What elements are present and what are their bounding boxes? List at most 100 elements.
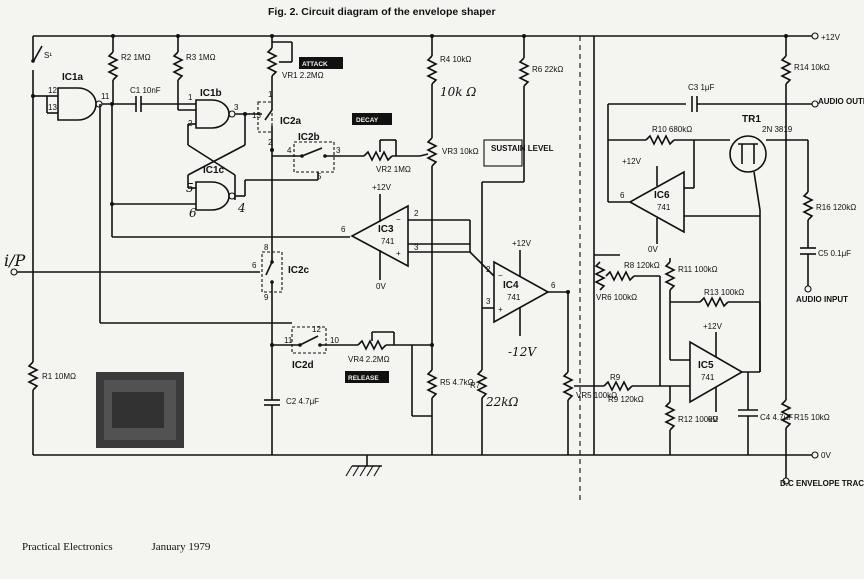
ic4-label: IC4 <box>503 280 519 291</box>
svg-text:6: 6 <box>252 261 257 270</box>
r9-label-a: R9 <box>610 373 621 382</box>
vr4-label: VR4 2.2MΩ <box>348 355 390 364</box>
svg-text:1: 1 <box>268 90 273 99</box>
svg-text:8: 8 <box>264 243 269 252</box>
switch-ic2a: IC2a 13 1 2 <box>252 90 302 147</box>
resistor-r2: R2 1MΩ <box>107 36 151 104</box>
svg-text:+12V: +12V <box>703 322 723 331</box>
svg-text:2: 2 <box>414 209 419 218</box>
svg-text:5: 5 <box>317 172 322 181</box>
ic4-type: 741 <box>507 293 521 302</box>
audio-output-label: AUDIO OUTPUT <box>818 97 864 106</box>
svg-text:2: 2 <box>486 265 491 274</box>
release-label-box <box>345 371 389 383</box>
c5-label: C5 0.1μF <box>818 249 851 258</box>
svg-text:12: 12 <box>312 325 321 334</box>
r6-label: R6 22kΩ <box>532 65 563 74</box>
sustain-label-box <box>483 139 523 167</box>
attack-label: ATTACK <box>302 61 328 68</box>
ground-rail: 0V <box>33 451 831 460</box>
switch-ic2b: IC2b 4 3 5 <box>287 132 341 181</box>
r9-label: R9 120kΩ <box>608 395 644 404</box>
r3-label: R3 1MΩ <box>186 53 216 62</box>
r15-label: R15 10kΩ <box>794 413 830 422</box>
svg-text:−: − <box>498 271 503 280</box>
pot-vr3: VR3 10kΩ <box>419 137 479 167</box>
opamp-ic4: IC4 741 − + +12V -12V <box>493 239 550 359</box>
r4-handwritten: 10k Ω <box>440 85 476 99</box>
r14-label: R14 10kΩ <box>794 63 830 72</box>
svg-text:9: 9 <box>264 293 269 302</box>
attack-label-box <box>299 57 343 69</box>
resistor-r3: R3 1MΩ <box>172 36 216 111</box>
r7-handwritten: 22kΩ <box>485 395 519 409</box>
ic3-type: 741 <box>381 237 395 246</box>
svg-text:11: 11 <box>284 336 293 345</box>
capacitor-c3: C3 1μF <box>688 83 715 112</box>
positive-rail-label: +12V <box>821 33 841 42</box>
switch-s1-label: S¹ <box>44 51 52 60</box>
svg-text:3: 3 <box>486 297 491 306</box>
r1-label: R1 10MΩ <box>42 372 76 381</box>
resistor-r7: R7 22kΩ <box>470 369 519 409</box>
switch-ic2d: IC2d 11 10 12 <box>284 325 339 371</box>
ic1c-label: IC1c <box>203 165 225 176</box>
publication-date: January 1979 <box>151 541 211 553</box>
resistor-r11: R11 100kΩ <box>664 261 718 291</box>
svg-text:3: 3 <box>336 146 341 155</box>
earth-symbol <box>345 455 382 477</box>
svg-text:4: 4 <box>287 146 292 155</box>
sustain-label: SUSTAIN LEVEL <box>491 144 554 153</box>
resistor-r9: R9 R9 120kΩ <box>603 373 644 404</box>
ic6-type: 741 <box>657 203 671 212</box>
gate-ic1a: IC1a 12 13 11 <box>33 72 110 121</box>
ic5-label: IC5 <box>698 360 714 371</box>
r2-label: R2 1MΩ <box>121 53 151 62</box>
svg-text:11: 11 <box>101 92 110 101</box>
tr1-type: 2N 3819 <box>762 125 793 134</box>
svg-text:−: − <box>396 215 401 224</box>
gate-ic1c: IC1c 5 6 4 <box>186 165 246 220</box>
ic2b-label: IC2b <box>298 132 320 143</box>
svg-text:+12V: +12V <box>372 183 392 192</box>
svg-text:0V: 0V <box>648 245 658 254</box>
resistor-r15: R15 10kΩ <box>780 399 830 429</box>
transistor-tr1: TR1 2N 3819 <box>729 114 793 173</box>
figure-title: Fig. 2. Circuit diagram of the envelope … <box>268 6 496 18</box>
resistor-r10: R10 680kΩ <box>645 125 692 146</box>
svg-text:6: 6 <box>189 206 197 220</box>
svg-text:0V: 0V <box>708 415 718 424</box>
svg-text:3: 3 <box>414 243 419 252</box>
ic2a-label: IC2a <box>280 116 302 127</box>
vr6-label: VR6 100kΩ <box>596 293 637 302</box>
r5-label: R5 4.7kΩ <box>440 378 474 387</box>
svg-text:6: 6 <box>551 281 556 290</box>
resistor-r13: R13 100kΩ <box>699 288 744 308</box>
svg-text:13: 13 <box>48 103 57 112</box>
ic6-label: IC6 <box>654 190 670 201</box>
tr1-label: TR1 <box>742 114 761 125</box>
decay-label-box <box>352 113 392 125</box>
gate-ic1b: IC1b 1 2 3 <box>188 88 239 129</box>
svg-text:+: + <box>498 305 503 314</box>
pot-vr5: VR5 100kΩ <box>562 371 617 401</box>
ic1b-label: IC1b <box>200 88 222 99</box>
resistor-r12: R12 100kΩ <box>664 386 718 431</box>
vr3-label: VR3 10kΩ <box>442 147 479 156</box>
capacitor-c4: C4 4.7μF <box>738 409 793 422</box>
resistor-r5: R5 4.7kΩ <box>426 369 474 399</box>
audio-input-label: AUDIO INPUT <box>796 295 848 304</box>
r12-label: R12 100kΩ <box>678 415 718 424</box>
svg-text:5: 5 <box>186 181 194 195</box>
c2-label: C2 4.7μF <box>286 397 319 406</box>
r4-label: R4 10kΩ <box>440 55 471 64</box>
opamp-ic6: IC6 741 +12V 0V <box>622 157 685 254</box>
svg-text:2: 2 <box>268 138 273 147</box>
svg-text:6: 6 <box>620 191 625 200</box>
svg-text:10: 10 <box>330 336 339 345</box>
capacitor-c1: C1 10nF <box>130 86 161 112</box>
svg-text:+: + <box>396 249 401 258</box>
vr1-label: VR1 2.2MΩ <box>282 71 324 80</box>
ic3-label: IC3 <box>378 224 394 235</box>
